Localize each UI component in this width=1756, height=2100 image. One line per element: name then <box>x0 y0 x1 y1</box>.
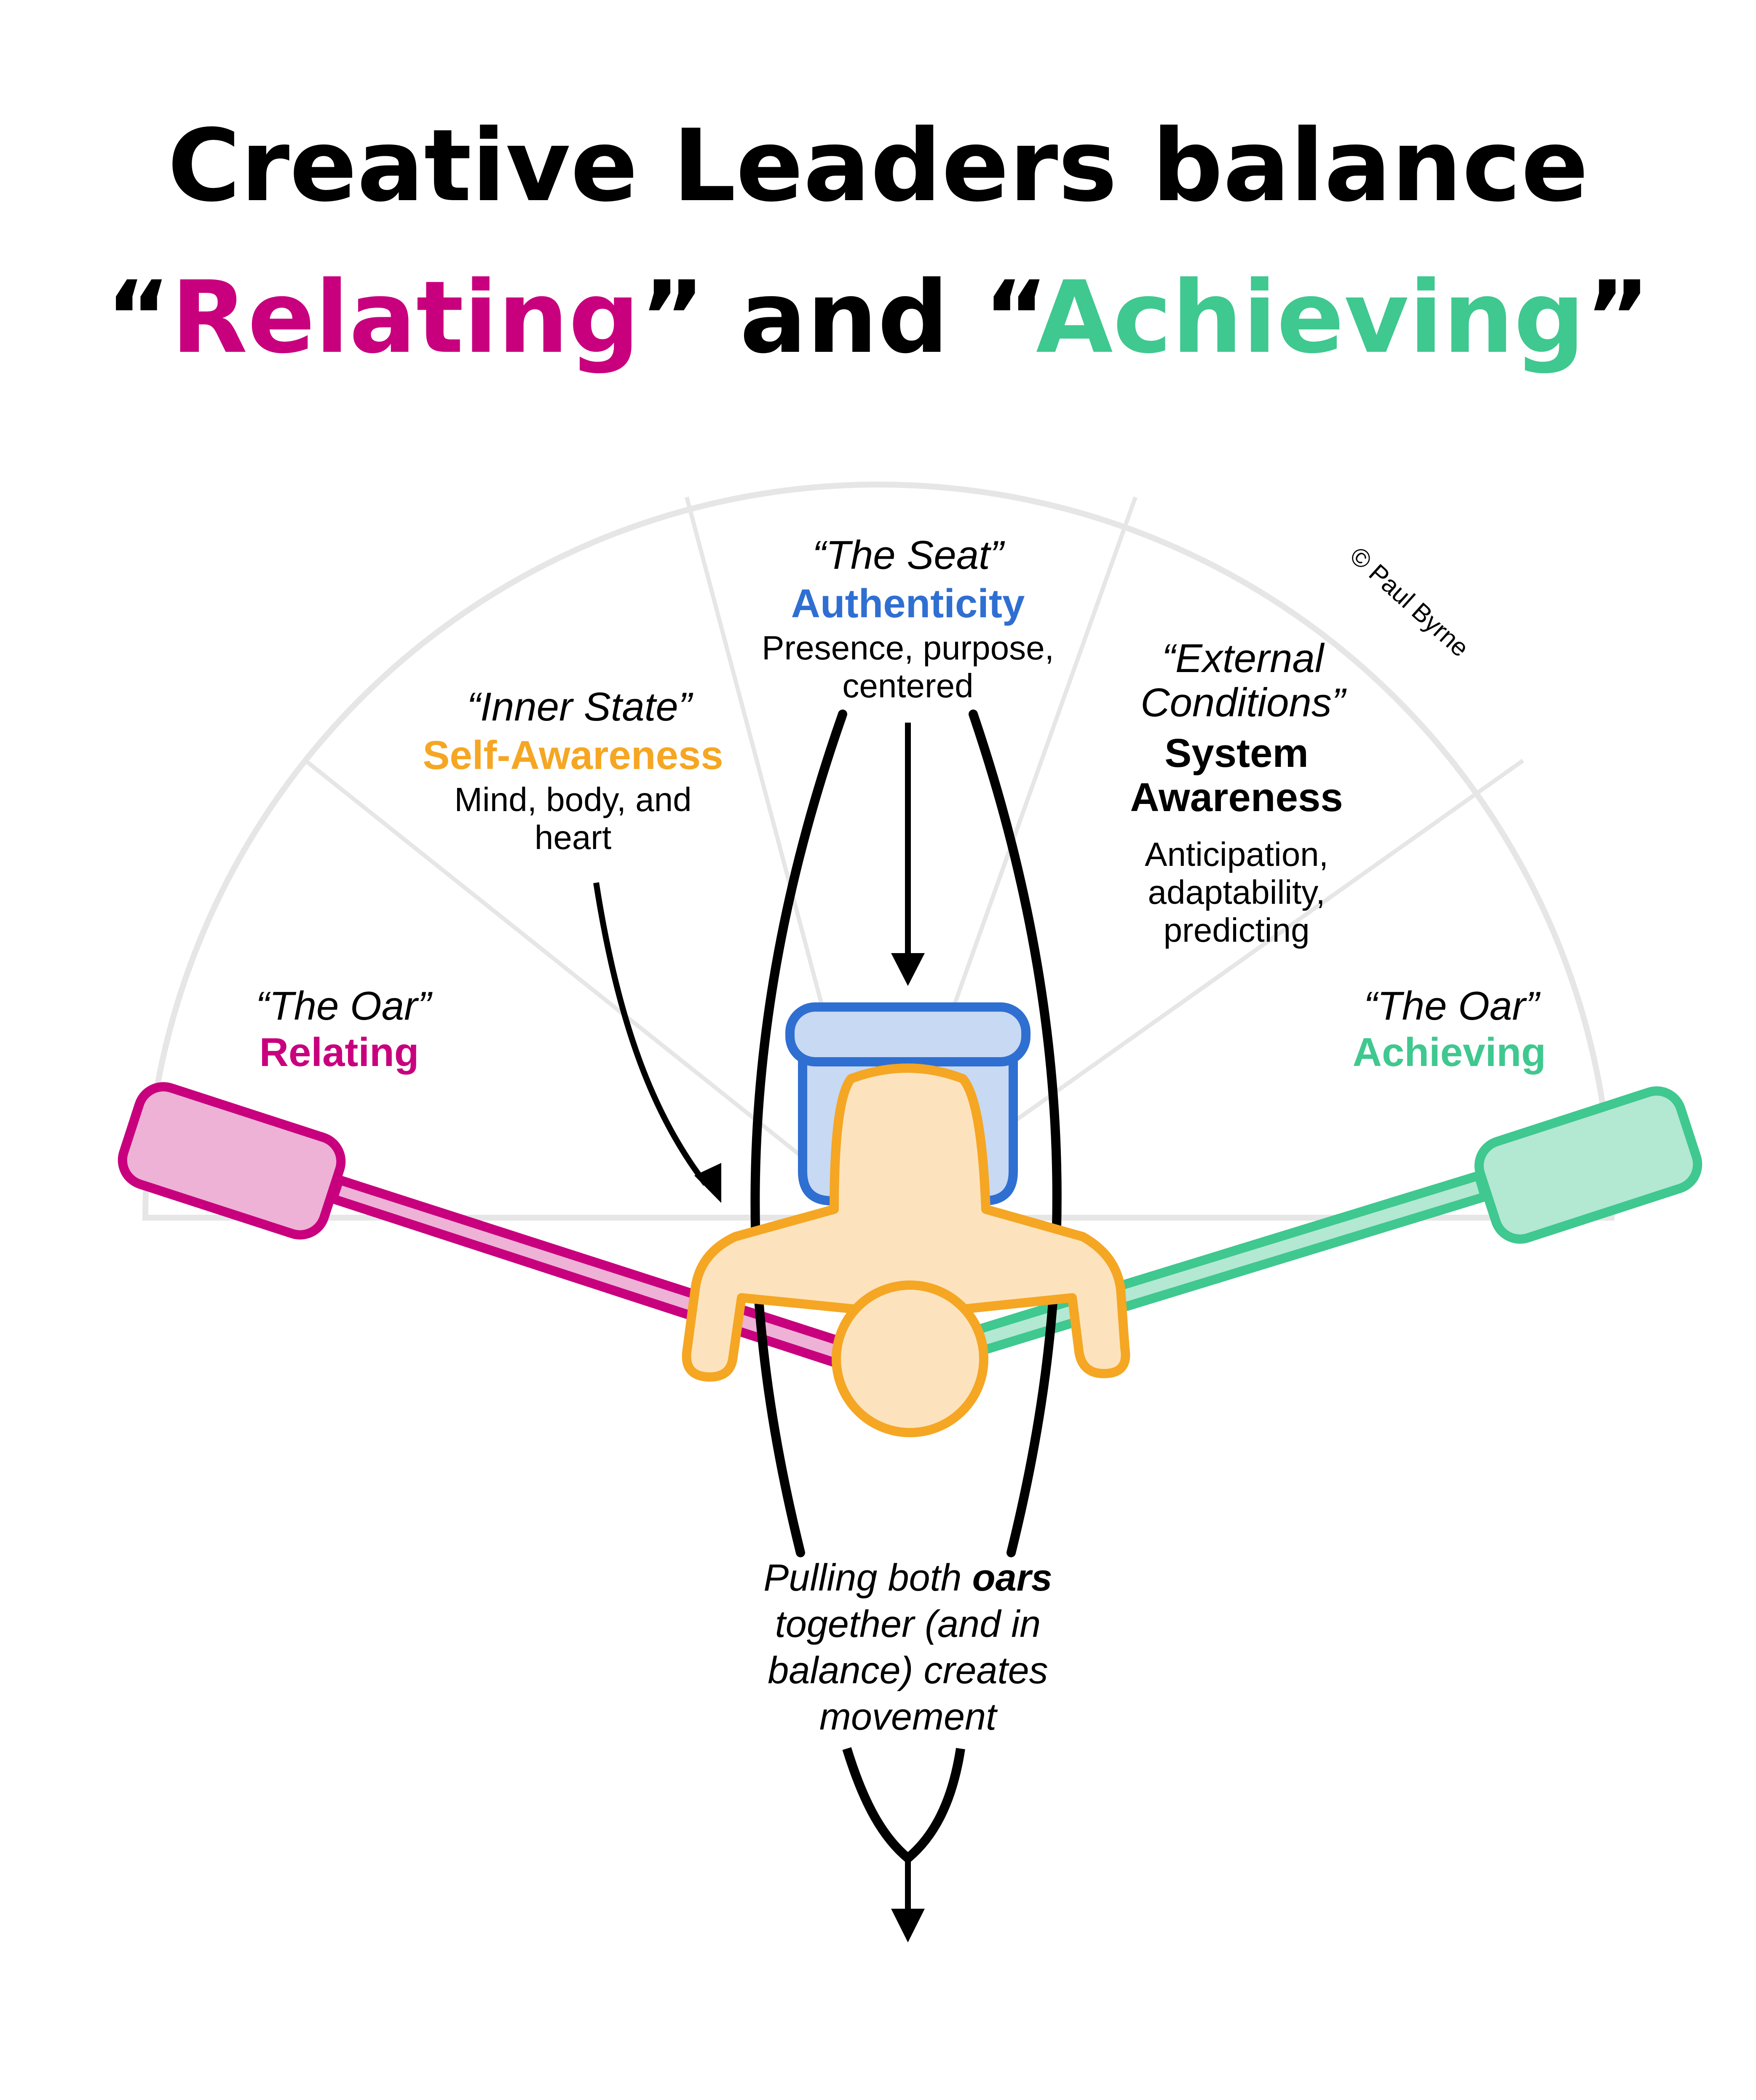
boat-hull <box>750 710 1062 1557</box>
title-close-quote: ” <box>1585 260 1650 375</box>
oar-left-quote: “The Oar” <box>256 983 433 1029</box>
system-desc-3: predicting <box>1164 911 1310 949</box>
caption-line-2: together (and in <box>775 1603 1041 1645</box>
seat-top <box>785 1002 1031 1066</box>
hull-right-side <box>969 710 1062 1557</box>
semicircle-arc <box>142 482 1615 1221</box>
rower-figure-icon <box>682 1063 1130 1437</box>
system-title-1: System <box>1164 731 1309 776</box>
inner-desc-2: heart <box>535 819 611 856</box>
oar-left-blade <box>118 1082 346 1240</box>
caption-line-1-text: Pulling both <box>763 1557 972 1599</box>
inner-title: Self-Awareness <box>423 733 723 778</box>
external-quote-1: “External <box>1162 636 1325 681</box>
seat-title: Authenticity <box>791 581 1025 626</box>
system-desc-1: Anticipation, <box>1145 836 1328 873</box>
oar-left-title: Relating <box>260 1030 419 1075</box>
arrow-heads <box>694 953 925 1942</box>
divider-line <box>304 759 880 1219</box>
seat-desc-2: centered <box>842 667 973 704</box>
rower-head <box>832 1280 988 1437</box>
title-and: ” and “ <box>640 260 1040 375</box>
seat-desc-1: Presence, purpose, <box>762 629 1054 667</box>
title-relating: Relating <box>171 260 640 375</box>
hull-left-side <box>750 710 847 1557</box>
wake-arrow-head-icon <box>891 1909 925 1942</box>
oar-right-quote: “The Oar” <box>1364 983 1541 1029</box>
system-title-2: Awareness <box>1130 775 1343 820</box>
external-quote-2: Conditions” <box>1140 680 1347 725</box>
rower-body <box>682 1063 1130 1382</box>
caption-line-1: Pulling both oars <box>763 1557 1052 1599</box>
title-line-2: “Relating” and “Achieving” <box>106 260 1650 375</box>
arrows <box>593 723 965 1913</box>
caption-oars-bold: oars <box>972 1557 1052 1599</box>
inner-desc-1: Mind, body, and <box>454 781 691 818</box>
caption-line-4: movement <box>819 1696 998 1738</box>
title-open-quote: “ <box>106 260 171 375</box>
inner-state-arrow-head-icon <box>694 1163 721 1203</box>
inner-quote: “Inner State” <box>467 684 693 729</box>
wake-v-icon <box>842 1747 965 1864</box>
seat-arrow-head-icon <box>891 953 925 986</box>
system-desc-2: adaptability, <box>1148 873 1325 911</box>
title-achieving: Achieving <box>1036 260 1585 375</box>
title-line-1: Creative Leaders balance <box>168 108 1589 224</box>
copyright-text: © Paul Byrne <box>1344 541 1474 662</box>
caption-line-3: balance) creates <box>768 1650 1048 1692</box>
seat-quote: “The Seat” <box>812 533 1005 578</box>
inner-state-arrow-icon <box>593 882 708 1186</box>
oar-right-blade <box>1474 1086 1702 1244</box>
oar-right-title: Achieving <box>1353 1030 1546 1075</box>
